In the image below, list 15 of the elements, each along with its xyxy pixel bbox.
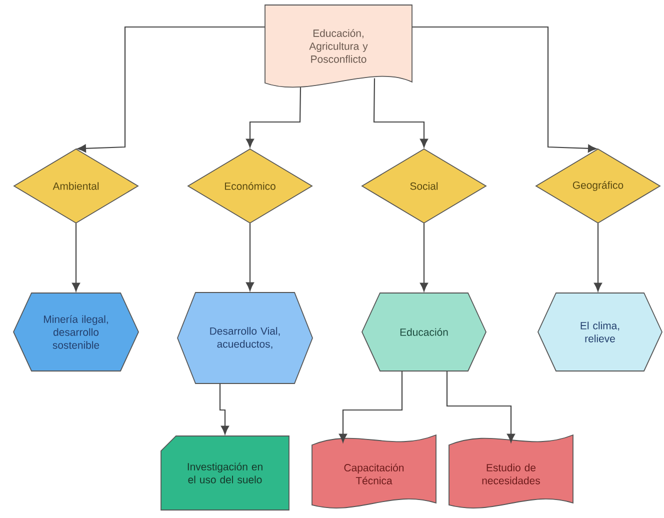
hexagon: Desarrollo Vial, acueductos, [177, 292, 313, 384]
hexagon: El clima, relieve [538, 292, 662, 372]
arrow [594, 223, 602, 292]
arrow [339, 371, 403, 442]
arrow [412, 26, 597, 152]
arrow [72, 223, 80, 292]
arrow [246, 87, 302, 148]
arrow [77, 26, 265, 152]
hexagon: Minería ilegal, desarrollo sostenible [13, 292, 139, 372]
arrow [246, 223, 254, 291]
arrow [420, 223, 428, 292]
arrow [446, 371, 515, 442]
arrow [373, 78, 428, 148]
arrow [219, 384, 229, 434]
hexagon: Educación [362, 292, 486, 372]
